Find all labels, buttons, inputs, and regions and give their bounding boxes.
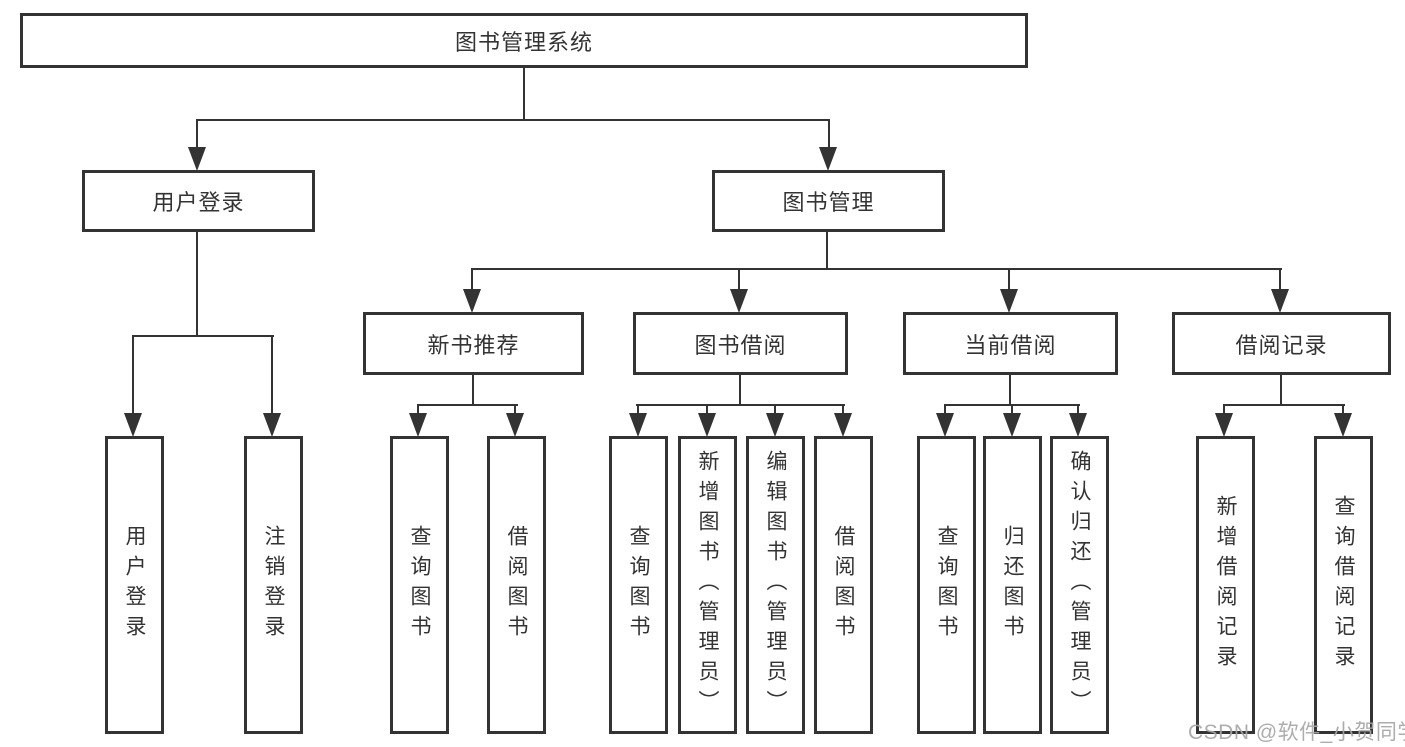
edge-to-leaf	[637, 404, 639, 416]
edge-to-leaf	[132, 335, 134, 414]
edge-to-leaf	[1077, 404, 1079, 416]
arrowhead-down-icon	[936, 413, 954, 437]
leaf-label: 查询图书	[627, 525, 650, 645]
leaf-label: 编辑图书（管理员）	[764, 450, 787, 720]
arrowhead-down-icon	[124, 413, 142, 437]
node-root: 图书管理系统	[20, 13, 1028, 68]
node-user-login: 用户登录	[82, 170, 315, 232]
leaf-label: 新增借阅记录	[1214, 495, 1237, 675]
leaf-query-books-2: 查询图书	[609, 436, 668, 734]
leaf-label: 查询图书	[935, 525, 958, 645]
arrowhead-down-icon	[834, 413, 852, 437]
edge-to-leaf	[1223, 404, 1225, 416]
edge-to-leaf	[271, 335, 273, 414]
edge-root-bracket	[196, 119, 830, 121]
arrowhead-down-icon	[766, 413, 784, 437]
edge-root-stem	[523, 68, 525, 120]
arrowhead-down-icon	[698, 413, 716, 437]
edge-to-borrow-records	[1279, 268, 1281, 292]
edge-to-leaf	[417, 404, 419, 416]
arrowhead-down-icon	[629, 413, 647, 437]
arrowhead-down-icon	[730, 289, 748, 313]
edge-to-leaf	[706, 404, 708, 416]
leaf-query-books-1: 查询图书	[390, 436, 449, 734]
edge-borrow-records-stem	[1280, 375, 1282, 406]
arrowhead-down-icon	[1334, 413, 1352, 437]
edge-book-mgmt-stem	[826, 232, 828, 270]
node-borrow-records: 借阅记录	[1172, 312, 1391, 375]
edge-book-borrow-bracket	[636, 404, 845, 406]
leaf-borrow-books-2: 借阅图书	[814, 436, 873, 734]
leaf-query-borrow-record: 查询借阅记录	[1314, 436, 1373, 734]
leaf-edit-books-admin: 编辑图书（管理员）	[746, 436, 805, 734]
csdn-watermark: CSDN @软件_小贺同学	[1188, 721, 1405, 744]
edge-book-mgmt-bracket	[471, 268, 1282, 270]
node-book-mgmt: 图书管理	[712, 170, 945, 232]
leaf-label: 借阅图书	[832, 525, 855, 645]
leaf-label: 注销登录	[262, 525, 285, 645]
leaf-label: 查询借阅记录	[1332, 495, 1355, 675]
leaf-label: 用户登录	[123, 525, 146, 645]
leaf-label: 查询图书	[408, 525, 431, 645]
edge-borrow-records-bracket	[1223, 404, 1345, 406]
node-new-books: 新书推荐	[363, 312, 584, 375]
edge-to-leaf	[944, 404, 946, 416]
leaf-label: 借阅图书	[505, 525, 528, 645]
edge-to-user-login	[196, 119, 198, 150]
edge-to-leaf	[1342, 404, 1344, 416]
edge-to-book-mgmt	[828, 119, 830, 150]
edge-to-leaf	[842, 404, 844, 416]
edge-to-leaf	[1011, 404, 1013, 416]
leaf-add-books-admin: 新增图书（管理员）	[678, 436, 737, 734]
edge-new-books-bracket	[417, 404, 518, 406]
edge-current-borrow-stem	[1009, 375, 1011, 406]
leaf-label: 归还图书	[1001, 525, 1024, 645]
arrowhead-down-icon	[506, 413, 524, 437]
leaf-borrow-books-1: 借阅图书	[487, 436, 546, 734]
node-book-borrow: 图书借阅	[633, 312, 848, 375]
leaf-query-books-3: 查询图书	[917, 436, 976, 734]
edge-to-leaf	[774, 404, 776, 416]
leaf-label: 确认归还（管理员）	[1068, 450, 1091, 720]
leaf-user-login: 用户登录	[105, 436, 164, 734]
arrowhead-down-icon	[1215, 413, 1233, 437]
node-current-borrow: 当前借阅	[903, 312, 1118, 375]
edge-to-new-books	[471, 268, 473, 292]
leaf-confirm-return-admin: 确认归还（管理员）	[1050, 436, 1109, 734]
edge-book-borrow-stem	[739, 375, 741, 406]
edge-user-login-bracket	[132, 335, 274, 337]
arrowhead-down-icon	[463, 289, 481, 313]
arrowhead-down-icon	[1271, 289, 1289, 313]
arrowhead-down-icon	[1000, 289, 1018, 313]
arrowhead-down-icon	[819, 147, 837, 171]
arrowhead-down-icon	[263, 413, 281, 437]
edge-to-book-borrow	[738, 268, 740, 292]
leaf-add-borrow-record: 新增借阅记录	[1196, 436, 1255, 734]
leaf-logout: 注销登录	[244, 436, 303, 734]
edge-user-login-stem	[196, 232, 198, 337]
edge-to-current-borrow	[1008, 268, 1010, 292]
edge-to-leaf	[514, 404, 516, 416]
arrowhead-down-icon	[409, 413, 427, 437]
arrowhead-down-icon	[188, 147, 206, 171]
leaf-return-books: 归还图书	[983, 436, 1042, 734]
edge-new-books-stem	[472, 375, 474, 406]
arrowhead-down-icon	[1003, 413, 1021, 437]
arrowhead-down-icon	[1069, 413, 1087, 437]
leaf-label: 新增图书（管理员）	[696, 450, 719, 720]
